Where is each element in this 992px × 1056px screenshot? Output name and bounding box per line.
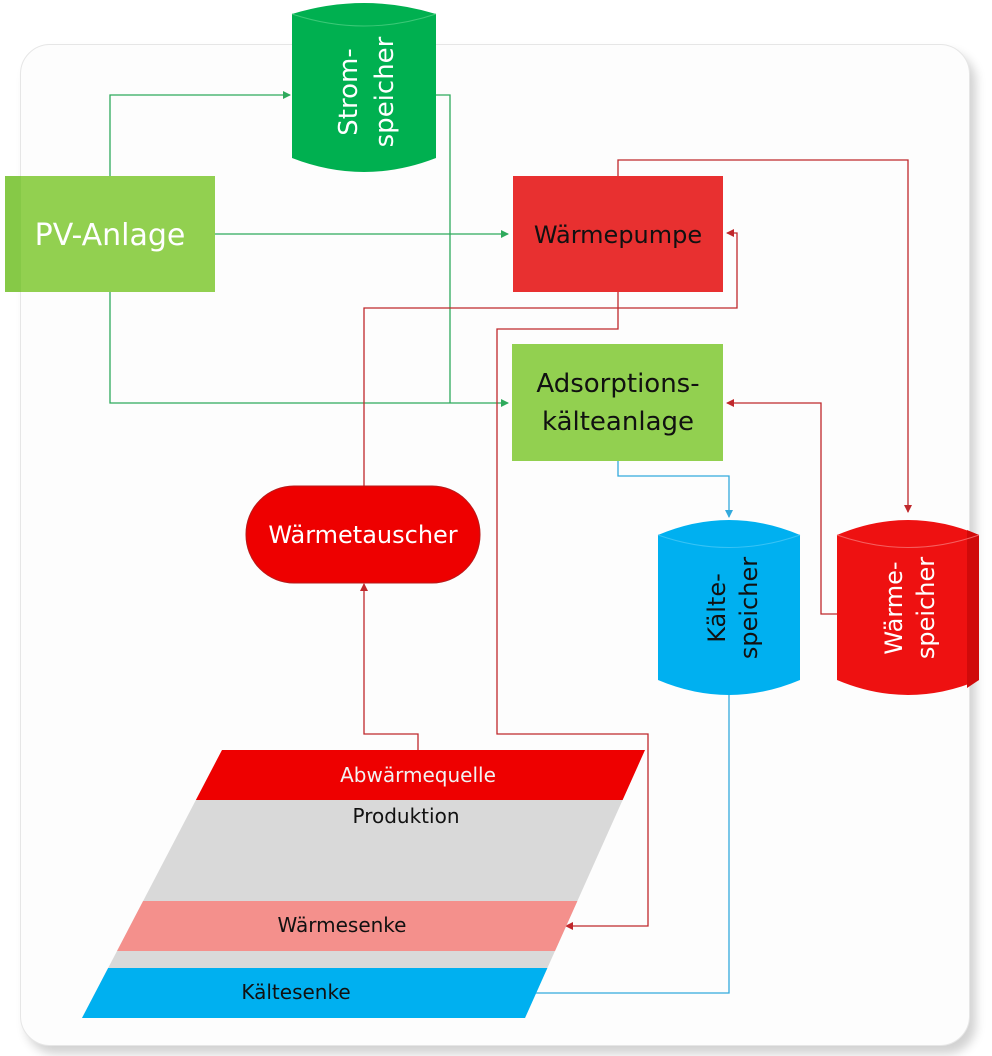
edge-stromspeicher-to-adsorption [435,94,451,403]
node-stromspeicher[interactable]: Strom- speicher [291,3,437,172]
stromspeicher-label-line1: Strom- [334,48,364,135]
edge-waermepumpe-to-waermesenke [496,292,649,930]
edge-pv-to-adsorption [109,292,509,407]
edge-adsorption-to-kaeltespeicher [617,461,733,518]
waermepumpe-label: Wärmepumpe [534,221,702,249]
produktion-label: Produktion [353,804,460,828]
band-kaeltesenke [82,968,645,1018]
pv-anlage-label: PV-Anlage [35,218,186,253]
waermespeicher-label-line2: speicher [912,557,940,659]
adsorption-label-line2: kälteanlage [542,407,694,437]
node-kaeltespeicher[interactable]: Kälte- speicher [657,520,801,695]
node-produktion[interactable] [60,750,660,1020]
waermesenke-label: Wärmesenke [278,913,407,937]
edge-kaeltespeicher-to-kaeltesenke [526,688,730,997]
band-waermesenke [82,901,645,951]
node-waermespeicher[interactable]: Wärme- speicher [836,520,980,695]
node-adsorptionskaelteanlage[interactable]: Adsorptions- kälteanlage [512,344,723,461]
waermespeicher-label-line1: Wärme- [880,561,908,654]
node-waermepumpe[interactable]: Wärmepumpe [513,176,723,292]
edge-waermepumpe-to-waermespeicher [617,159,912,513]
node-waermetauscher[interactable]: Wärmetauscher [245,485,481,584]
edge-waermetauscher-to-waermepumpe [363,229,738,486]
adsorption-label-line1: Adsorptions- [536,369,699,399]
kaeltespeicher-label-line2: speicher [735,557,763,659]
kaeltesenke-label: Kältesenke [241,980,350,1004]
stromspeicher-label-line2: speicher [370,36,400,147]
edge-waermespeicher-to-adsorption [726,399,838,615]
abwaermequelle-label: Abwärmequelle [340,763,496,787]
waermetauscher-label: Wärmetauscher [268,521,457,549]
node-pv-anlage[interactable]: PV-Anlage [5,176,215,292]
kaeltespeicher-label-line1: Kälte- [703,573,731,643]
edge-abwaermequelle-to-waermetauscher [360,583,419,750]
edge-pv-to-stromspeicher [109,91,291,176]
